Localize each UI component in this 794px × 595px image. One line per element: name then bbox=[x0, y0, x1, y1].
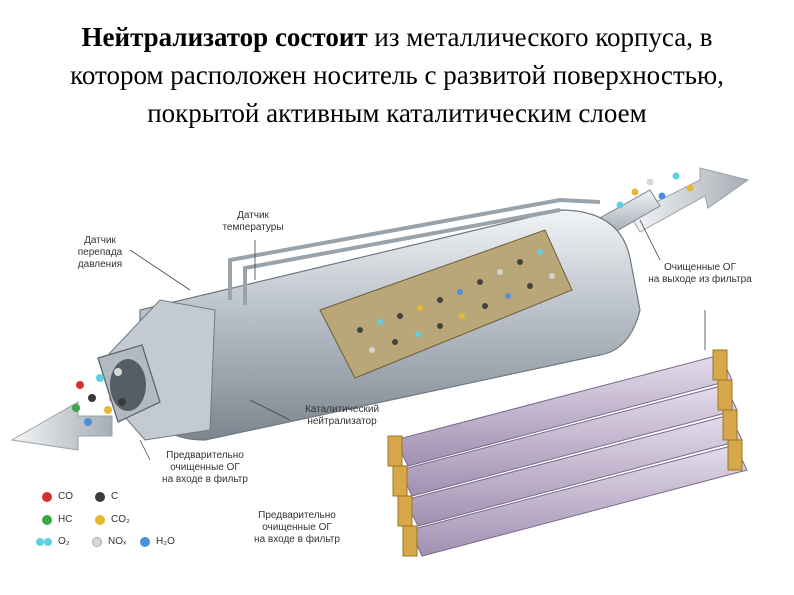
temp-sensor-callout: Датчик температуры bbox=[222, 210, 284, 233]
cleaned-gas-callout: Очищенные ОГ на выходе из фильтра bbox=[648, 262, 752, 285]
inlet-opening bbox=[110, 359, 146, 411]
heading-bold: Нейтрализатор состоит bbox=[81, 22, 368, 52]
inlet-arrow bbox=[10, 401, 113, 451]
legend-item-nox: NOₓ bbox=[92, 536, 126, 547]
h2o-icon bbox=[140, 536, 150, 547]
o2-icon bbox=[36, 537, 52, 546]
co2-icon bbox=[95, 514, 105, 525]
legend-item-h2o: H₂O bbox=[140, 536, 175, 547]
heading-line-3: покрытой активным каталитическим слоем bbox=[147, 98, 647, 128]
converter-diagram bbox=[10, 167, 750, 557]
nox-icon bbox=[92, 536, 102, 547]
legend-label: O₂ bbox=[58, 536, 70, 547]
co-icon bbox=[42, 491, 52, 502]
pressure-sensor-callout: Датчик перепада давления bbox=[77, 235, 123, 270]
inlet-gas-particles bbox=[72, 368, 126, 426]
pre-cleaned-gas-callout-1: Предварительно очищенные ОГ на входе в ф… bbox=[162, 450, 248, 485]
heading-line-1: Нейтрализатор состоит из металлического … bbox=[0, 18, 794, 56]
substrate-particles bbox=[357, 249, 555, 353]
legend-label: H₂O bbox=[156, 536, 175, 547]
legend-label: C bbox=[111, 491, 119, 502]
c-icon bbox=[95, 491, 105, 502]
sensor-pipes bbox=[228, 197, 601, 300]
outlet-arrow bbox=[629, 167, 750, 233]
callout-lines bbox=[129, 219, 706, 461]
substrate-cutaway bbox=[319, 229, 573, 379]
page-heading: Нейтрализатор состоит из металлического … bbox=[0, 18, 794, 132]
pre-cleaned-gas-callout-2: Предварительно очищенные ОГ на входе в ф… bbox=[254, 510, 340, 545]
hc-icon bbox=[42, 514, 52, 525]
legend-label: NOₓ bbox=[108, 536, 127, 547]
heading-line-2: котором расположен носитель с развитой п… bbox=[70, 60, 724, 90]
legend-label: CO₂ bbox=[111, 514, 130, 525]
legend-item-hc: HC bbox=[42, 514, 72, 525]
catalytic-converter-callout: Каталитический нейтрализатор bbox=[304, 404, 380, 427]
filter-channels bbox=[387, 349, 748, 557]
outlet-gas-particles bbox=[616, 172, 694, 209]
legend-item-c: C bbox=[95, 491, 118, 502]
legend-item-o2: O₂ bbox=[36, 536, 70, 547]
legend-label: HC bbox=[58, 514, 73, 525]
legend-label: CO bbox=[58, 491, 73, 502]
heading-rest: из металлического корпуса, в bbox=[367, 22, 713, 52]
legend-item-co: CO bbox=[42, 491, 73, 502]
legend-item-co2: CO₂ bbox=[95, 514, 130, 525]
